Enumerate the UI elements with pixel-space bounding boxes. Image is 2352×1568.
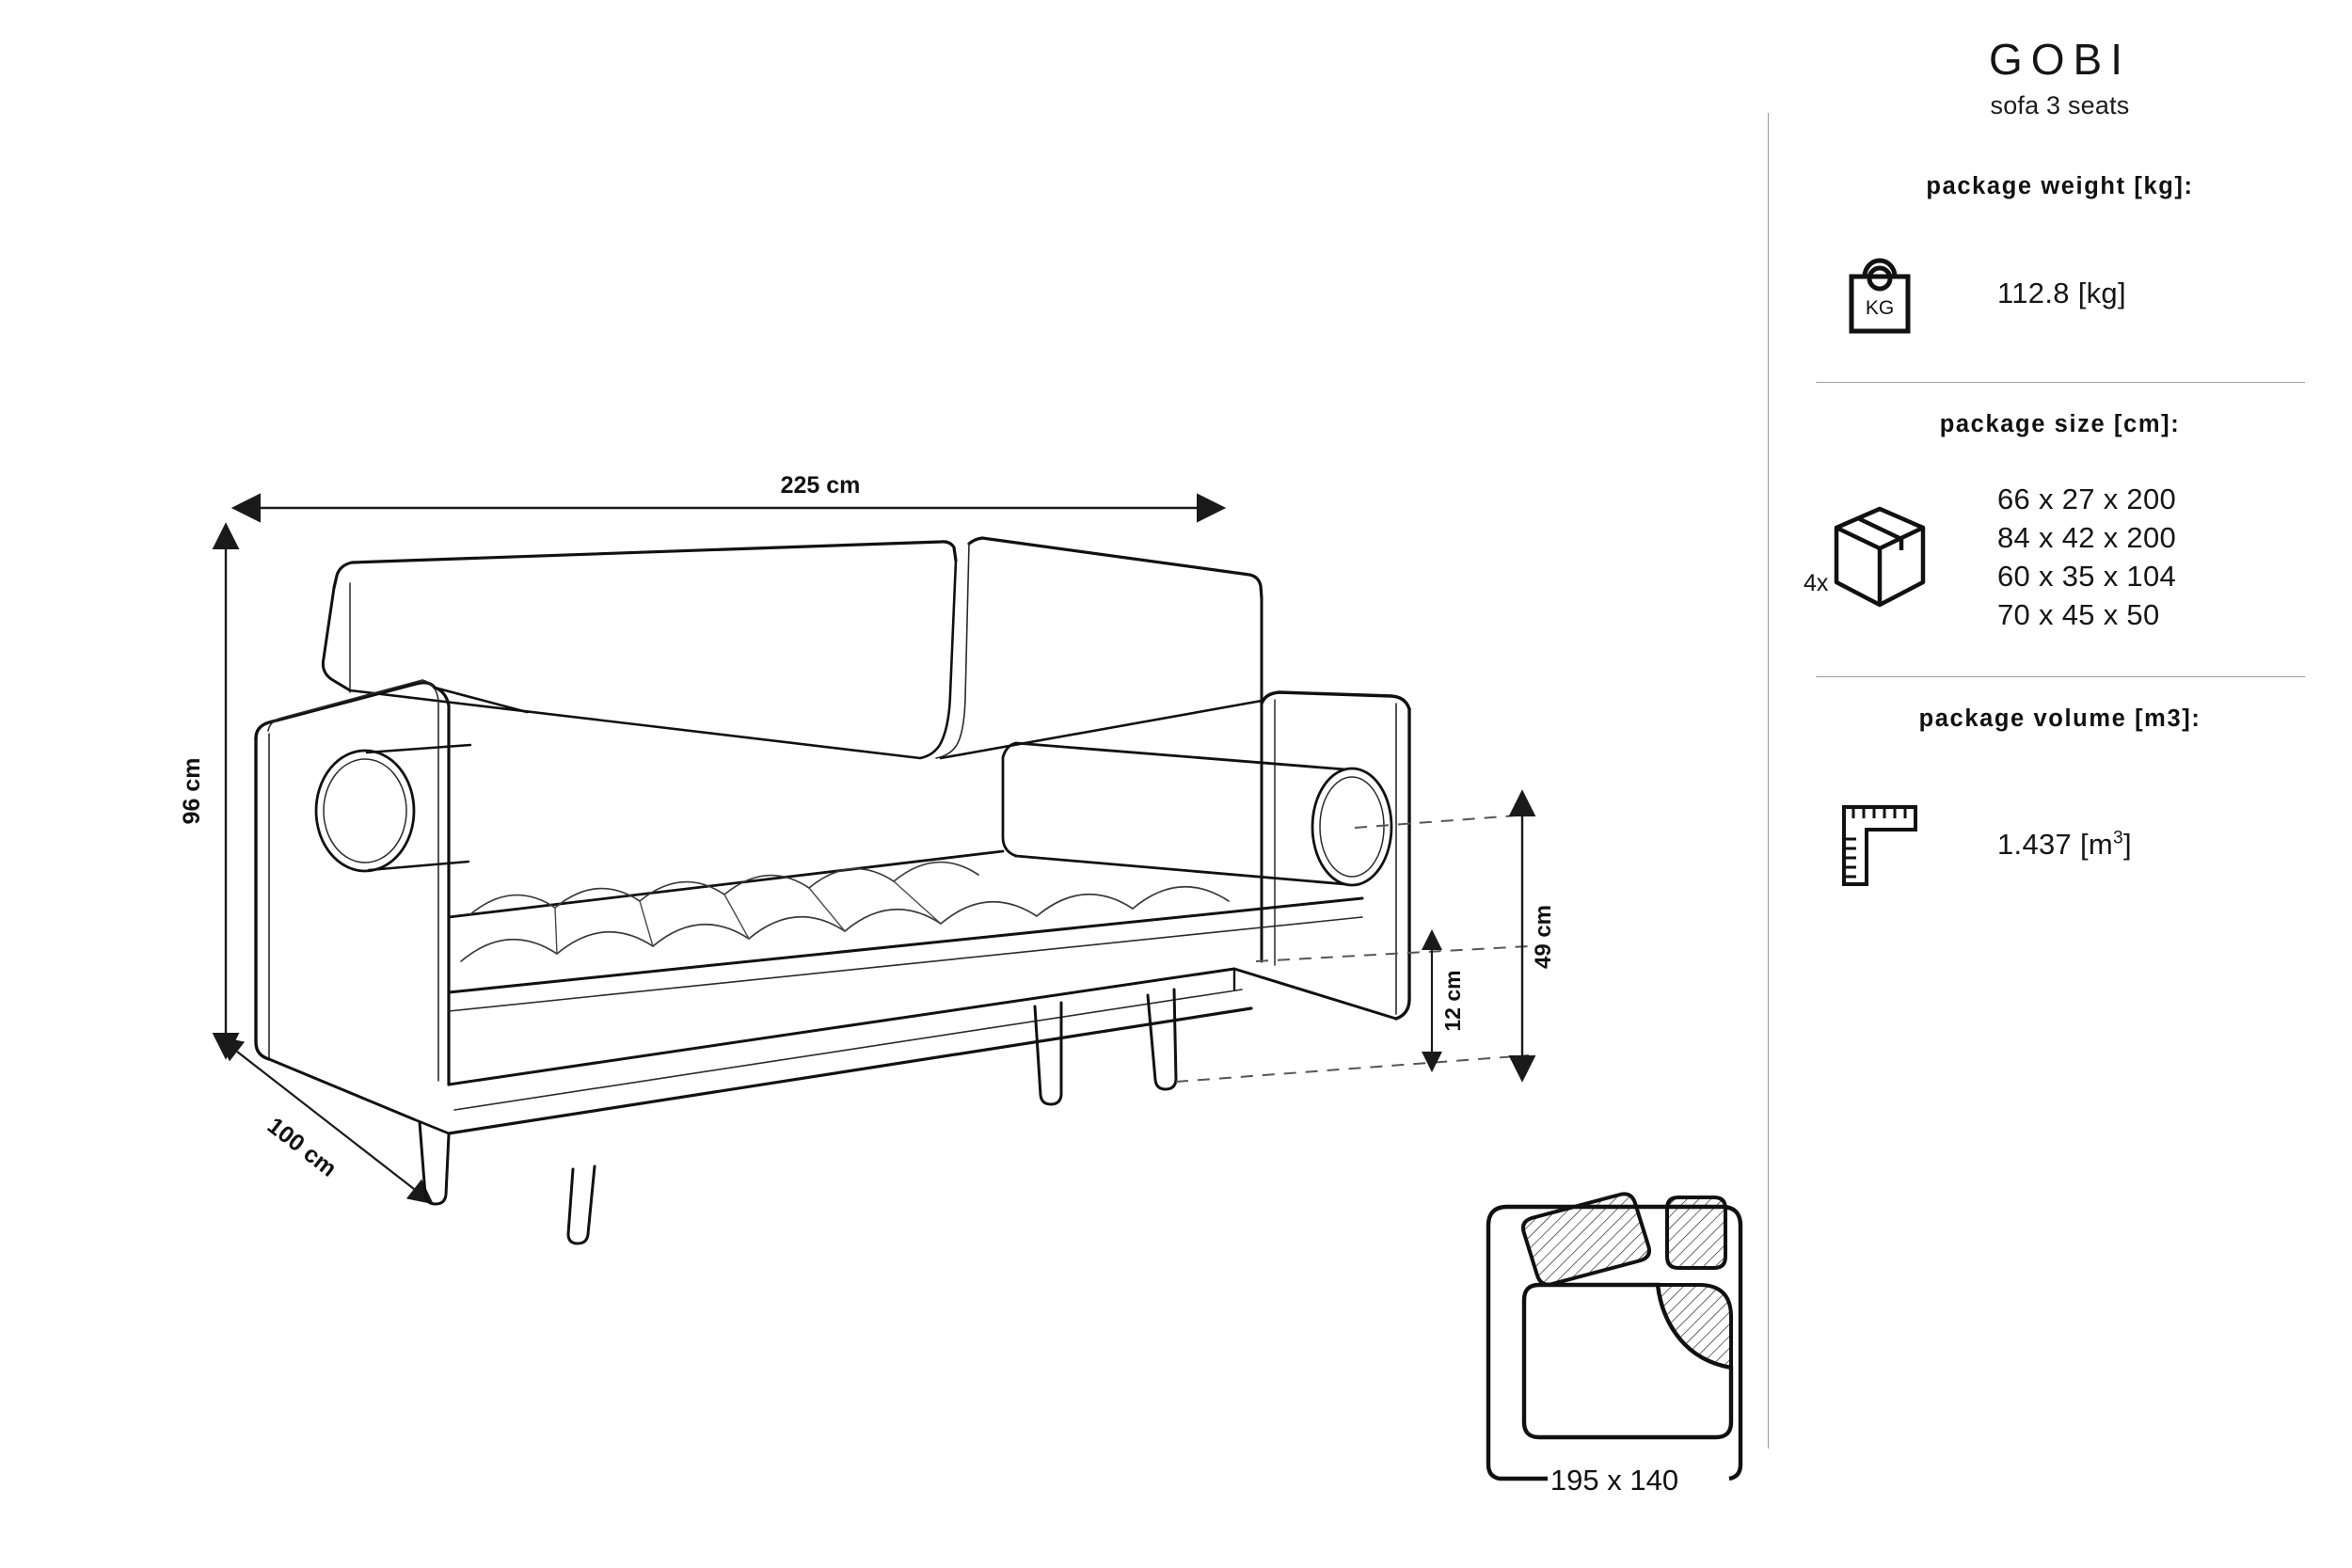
package-volume-row: 1.437 [m3] bbox=[1768, 788, 2352, 901]
dimension-height: 96 cm bbox=[179, 522, 240, 1060]
package-size-line-3: 60 x 35 x 104 bbox=[1997, 560, 2177, 593]
sofa-left-arm-top-seam bbox=[267, 679, 423, 732]
dimension-width-label: 225 cm bbox=[781, 472, 861, 499]
sofa-base-seam bbox=[453, 989, 1243, 1111]
sofa-right-arm-bottom bbox=[1232, 967, 1398, 1021]
sofa-left-arm-top-front bbox=[254, 680, 437, 740]
bed-frame bbox=[1486, 1204, 1743, 1481]
sofa-left-bolster-bottom bbox=[367, 860, 470, 872]
sofa-back-cushion-seam-a bbox=[918, 559, 958, 760]
bed-top-view-icon bbox=[1486, 1192, 1743, 1481]
sofa-left-bolster-outer bbox=[314, 749, 416, 873]
product-title: GOBI bbox=[1988, 35, 2132, 84]
sofa-seat-tufting-row2 bbox=[460, 885, 1230, 962]
package-size-values: 66 x 27 x 200 84 x 42 x 200 60 x 35 x 10… bbox=[1992, 480, 2352, 635]
product-subtitle: sofa 3 seats bbox=[1990, 91, 2130, 119]
panel-divider bbox=[1768, 113, 1769, 1449]
kg-bag-icon: KG bbox=[1849, 258, 1911, 334]
package-weight-row: KG 112.8 [kg] bbox=[1768, 237, 2352, 350]
sofa-left-bolster-inner bbox=[323, 758, 407, 863]
ext-line-seat-top bbox=[1354, 814, 1530, 829]
svg-text:KG: KG bbox=[1866, 297, 1894, 319]
sofa-right-bolster-top bbox=[1014, 741, 1347, 771]
dimension-leg-height-label: 12 cm bbox=[1440, 970, 1465, 1031]
package-size-heading: package size [cm]: bbox=[1939, 411, 2181, 437]
sofa-back-right-bottom bbox=[939, 699, 1263, 760]
sofa-leg-front-left-2 bbox=[566, 1164, 596, 1245]
sofa-drawing-svg: 225 cm 96 cm 100 cm bbox=[179, 472, 1743, 1497]
sofa-seat-front-seam bbox=[448, 916, 1363, 1012]
divider-size-volume bbox=[1816, 676, 2305, 677]
sofa-back-left-bottom bbox=[348, 689, 922, 760]
sofa-illustration bbox=[254, 536, 1411, 1245]
sofa-back-left-edge bbox=[321, 586, 352, 692]
package-volume-number: 1.437 [m bbox=[1997, 828, 2114, 862]
sofa-left-arm-outer-edge bbox=[254, 736, 271, 1061]
sofa-backrest-left-top bbox=[332, 540, 958, 590]
dimension-width: 225 cm bbox=[230, 472, 1227, 523]
sofa-base-top-edge bbox=[447, 967, 1236, 1086]
ruler-square-icon bbox=[1842, 805, 1917, 886]
sofa-seat-front-edge bbox=[447, 896, 1364, 994]
package-volume-exponent: 3 bbox=[2113, 829, 2124, 849]
sofa-left-bolster-top bbox=[365, 743, 472, 754]
box-icon-cell: 4x bbox=[1768, 501, 1992, 612]
package-size-line-1: 66 x 27 x 200 bbox=[1997, 482, 2177, 515]
bed-pillow-right bbox=[1665, 1196, 1727, 1270]
dimension-height-label: 96 cm bbox=[179, 758, 205, 825]
ruler-icon-cell bbox=[1768, 798, 1992, 892]
dimension-seat-height: 49 cm bbox=[1508, 789, 1556, 1083]
sofa-back-cushion-seam-b bbox=[935, 543, 970, 759]
sofa-seat-back-edge bbox=[447, 849, 1005, 919]
package-weight-value: 112.8 [kg] bbox=[1997, 277, 2126, 310]
sofa-seat-tufting-verticals bbox=[554, 880, 942, 955]
sofa-left-arm-inner-seam bbox=[421, 679, 439, 1082]
sofa-right-arm-outer-edge bbox=[1394, 707, 1411, 1021]
package-size-line-4: 70 x 45 x 50 bbox=[1997, 598, 2160, 632]
package-size-line-2: 84 x 42 x 200 bbox=[1997, 520, 2177, 554]
sofa-seat-tufting-row1 bbox=[469, 861, 979, 915]
package-volume-heading: package volume [m3]: bbox=[1918, 705, 2201, 732]
ext-line-floor bbox=[1175, 1054, 1530, 1083]
dimension-seat-height-label: 49 cm bbox=[1531, 905, 1556, 969]
dimension-depth: 100 cm bbox=[217, 1036, 434, 1205]
bed-duvet-fold bbox=[1655, 1283, 1733, 1370]
divider-weight-size bbox=[1816, 382, 2305, 383]
bed-size-label: 195 x 140 bbox=[1550, 1464, 1678, 1497]
package-quantity: 4x bbox=[1804, 570, 1829, 596]
sofa-right-bolster-bottom bbox=[1014, 854, 1347, 886]
package-volume-bracket: ] bbox=[2123, 828, 2132, 862]
cardboard-box-icon bbox=[1834, 506, 1926, 608]
sofa-right-arm-top bbox=[1260, 690, 1411, 711]
sofa-left-arm-bottom bbox=[267, 1057, 416, 1121]
sofa-base-bottom-edge bbox=[447, 1006, 1253, 1135]
ext-line-seat-bottom bbox=[1255, 945, 1530, 962]
sofa-left-arm-to-frame bbox=[433, 686, 529, 714]
package-weight-heading: package weight [kg]: bbox=[1926, 173, 2194, 199]
sofa-right-bolster-outer bbox=[1311, 767, 1393, 887]
sofa-right-bolster-left-cap bbox=[1001, 741, 1018, 858]
specification-panel: GOBI sofa 3 seats package weight [kg]: K… bbox=[1768, 0, 2352, 1568]
technical-drawing-panel: 225 cm 96 cm 100 cm bbox=[179, 472, 1743, 1497]
package-volume-value: 1.437 [m3] bbox=[1992, 825, 2352, 863]
dimension-leg-height: 12 cm bbox=[1422, 929, 1465, 1072]
sofa-leg-front-right bbox=[1033, 1001, 1063, 1106]
package-size-row: 4x 66 x 27 x 200 84 x 42 x 200 60 x 35 x… bbox=[1768, 482, 2352, 632]
dimension-extension-lines bbox=[1175, 814, 1530, 1083]
sofa-right-bolster-inner bbox=[1319, 776, 1385, 878]
sofa-leg-rear-right bbox=[1146, 988, 1178, 1091]
sofa-backrest-right-top bbox=[967, 536, 1263, 600]
sofa-leg-front-left bbox=[418, 1120, 451, 1206]
kg-bag-icon-cell: KG bbox=[1768, 246, 1992, 341]
